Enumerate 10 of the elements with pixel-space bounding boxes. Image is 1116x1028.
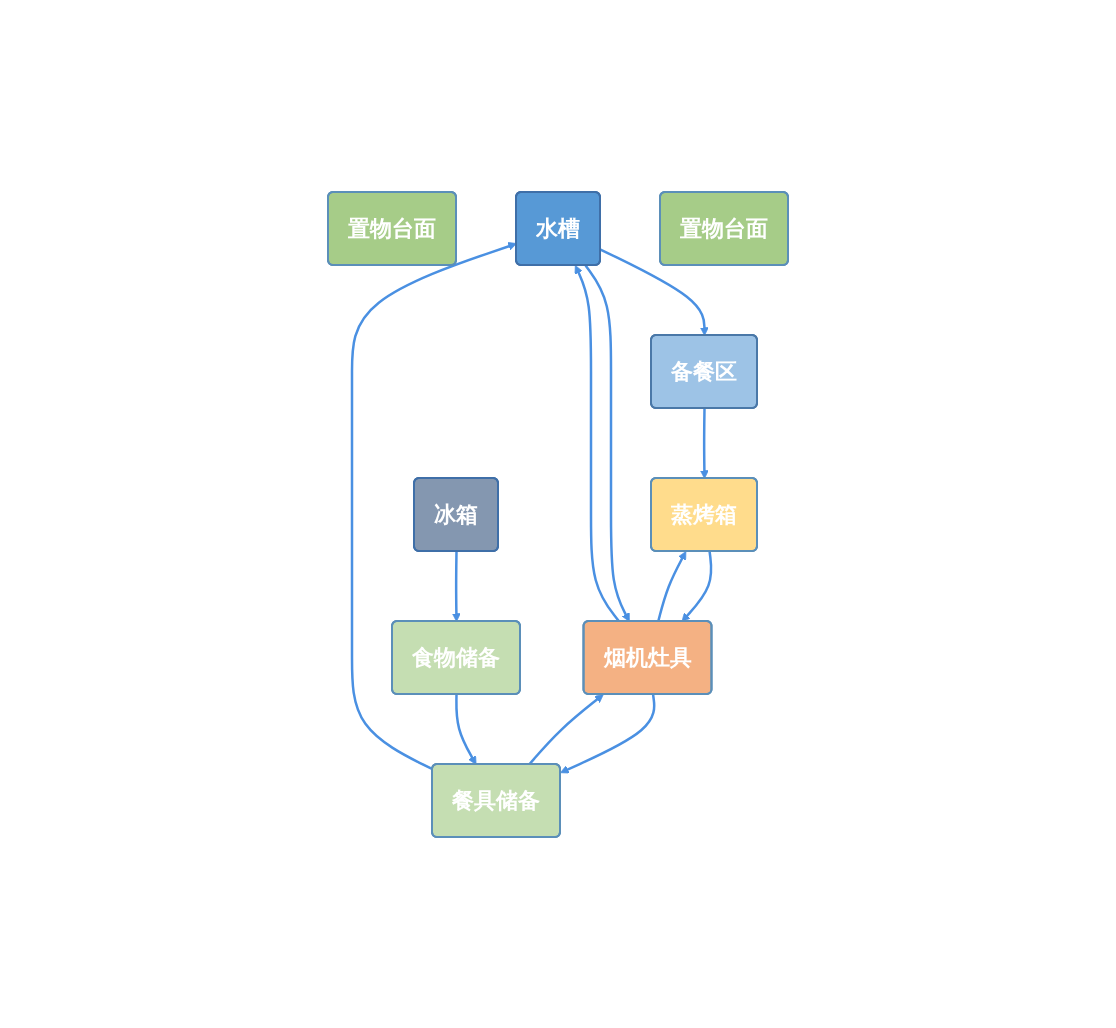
arrow bbox=[455, 694, 477, 765]
arrow bbox=[528, 693, 604, 765]
arrow bbox=[700, 408, 709, 479]
arrow bbox=[584, 264, 630, 622]
arrow bbox=[560, 693, 656, 773]
arrow bbox=[681, 550, 713, 622]
arrow bbox=[574, 264, 621, 622]
arrow bbox=[452, 551, 461, 622]
arrow bbox=[657, 550, 687, 622]
arrow bbox=[350, 241, 517, 770]
